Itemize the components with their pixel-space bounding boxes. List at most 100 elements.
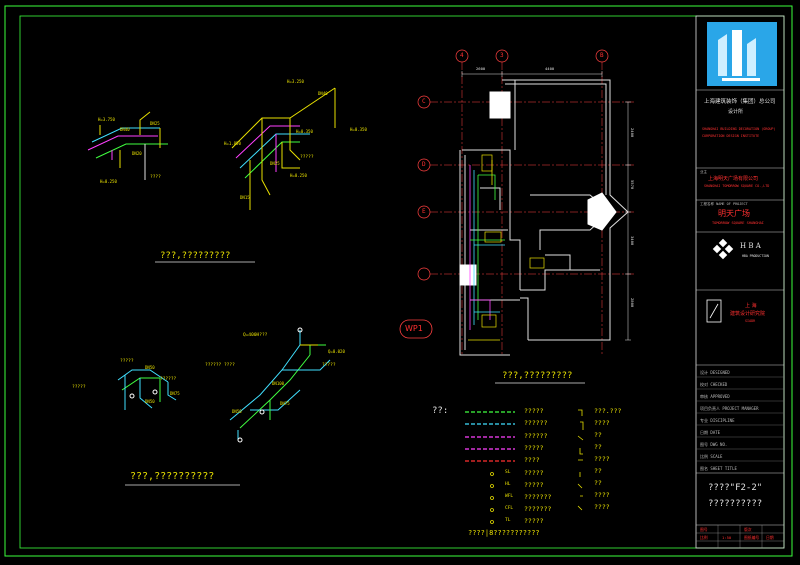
tb-row-scale: 比例 SCALE	[700, 454, 723, 459]
iso1-label-4: H=0.250	[100, 179, 117, 184]
iso2-label-8: DN15	[240, 195, 250, 200]
iso4-label-3: ?????	[322, 363, 336, 368]
grid-label-c: C	[422, 98, 426, 105]
legend-symbol-label-2: ???????	[524, 493, 552, 501]
iso3-label-5: DN75	[170, 391, 180, 396]
legend-title: ??:	[432, 406, 449, 416]
tb-cell-6: 日期	[766, 535, 774, 540]
iso2-label-2: H=1.850	[224, 141, 241, 146]
legend-right-8: ????	[594, 503, 610, 511]
client-label: 业主	[700, 170, 707, 174]
iso2-label-0: H=3.250	[287, 79, 304, 84]
dim-side4: 2800	[629, 298, 635, 308]
iso3-label-2: ??????	[160, 377, 177, 382]
company-name-cn: 上海建筑装饰（集团）总公司	[704, 99, 776, 105]
tb-row-approved: 审核 APPROVED	[700, 394, 730, 399]
tb-cell-4: 1:50	[722, 535, 732, 540]
iso2-label-7: H=0.250	[290, 173, 307, 178]
isometric-diagram-4	[229, 327, 331, 443]
dim-side3: 3400	[629, 236, 635, 246]
legend-right-4: ????	[594, 455, 610, 463]
legend-symbol-label-3: ???????	[524, 505, 552, 513]
tb-row-designed: 设计 DESIGNED	[700, 370, 730, 375]
inner-frame	[19, 15, 785, 549]
dim-side2: 5570	[629, 180, 635, 190]
legend-note: ????|8???????????	[468, 529, 540, 537]
iso4-label-4: DN50	[232, 409, 242, 414]
grid-label-3: 3	[500, 52, 504, 59]
isometric-diagram-1	[87, 111, 168, 180]
iso3-label-1: DN50	[145, 365, 155, 370]
legend-line-label-1: ??????	[524, 419, 548, 427]
dim-top2: 4400	[545, 66, 555, 71]
iso4-label-0: Q=400H???	[243, 333, 268, 338]
project-label: 工程名称 NAME OF PROJECT	[700, 202, 748, 206]
legend-right-7: ????	[594, 491, 610, 499]
legend-symbol-label-0: ?????	[524, 469, 544, 477]
legend-symbol-code-0: SL	[505, 470, 511, 475]
section-title-bottom-left: ???,??????????	[130, 471, 215, 482]
legend-symbol-code-3: CFL	[505, 506, 514, 511]
hba-name: H B A	[740, 242, 761, 250]
legend-right-3: ??	[594, 443, 602, 451]
iso3-label-3: ?????	[72, 385, 86, 390]
isometric-diagram-2	[231, 87, 336, 210]
hba-logo-icon	[712, 238, 734, 260]
iso1-label-2: DN25	[150, 121, 160, 126]
legend-right-6: ??	[594, 479, 602, 487]
drawing-subtitle: ??????????	[708, 499, 763, 509]
legend-symbol-code-4: TL	[505, 518, 511, 523]
iso3-label-4: DN50	[145, 399, 155, 404]
iso4-label-2: ?????? ????	[205, 363, 235, 368]
legend-line-label-3: ?????	[524, 444, 544, 452]
dim-side1: 2400	[629, 128, 635, 138]
tb-row-manager: 项目负责人 PROJECT MANAGER	[700, 406, 759, 411]
institute-logo-icon	[706, 299, 722, 323]
tb-cell-1: 图号	[700, 527, 708, 532]
legend-symbol-code-1: HL	[505, 482, 511, 487]
tb-row-sheet-title: 图名 SHEET TITLE	[700, 466, 737, 471]
legend-lines	[465, 411, 515, 462]
company-name-en2: CORPORATION DESIGN INSTITUTE	[702, 134, 760, 138]
institute-name-en: SIADR	[745, 319, 756, 323]
tb-row-date: 日期 DATE	[700, 430, 721, 435]
outer-frame	[4, 5, 793, 557]
company-sub: 设计所	[728, 109, 744, 115]
institute-name-cn1: 上 海	[745, 303, 757, 309]
legend-symbol-icons	[490, 409, 584, 524]
iso2-label-3: H=0.350	[296, 129, 313, 134]
iso2-label-6: ?????	[300, 155, 314, 160]
iso2-label-5: DN25	[270, 161, 280, 166]
iso1-label-1: DN40	[120, 127, 130, 132]
legend-right-5: ??	[594, 467, 602, 475]
legend-symbol-label-4: ?????	[524, 517, 544, 525]
project-name-en: TOMORROW SQUARE SHANGHAI	[712, 221, 764, 225]
company-logo-icon	[707, 22, 777, 86]
tb-cell-5: 图纸编号	[744, 535, 760, 540]
iso2-label-1: DN40	[318, 91, 328, 96]
drawing-title: ????"F2-2"	[708, 483, 763, 493]
legend-right-1: ????	[594, 419, 610, 427]
tb-row-discipline: 专业 DISCIPLINE	[700, 418, 735, 423]
hba-sub: HBA PRODUCTION	[742, 254, 769, 258]
iso1-label-3: DN20	[132, 151, 142, 156]
institute-name-cn2: 建筑设计研究院	[730, 311, 766, 317]
legend-right-0: ???.???	[594, 407, 622, 415]
iso1-label-5: ????	[150, 175, 161, 180]
grid-label-b: B	[600, 52, 604, 59]
floor-plan	[399, 49, 635, 356]
legend-line-label-4: ????	[524, 456, 540, 464]
isometric-diagram-3	[117, 369, 177, 410]
iso4-label-1: Q=0.020	[328, 349, 345, 354]
company-name-en1: SHANGHAI BUILDING DECORATION (GROUP)	[702, 127, 776, 131]
legend-line-label-2: ??????	[524, 432, 548, 440]
tb-row-checked: 校对 CHECKED	[700, 382, 728, 387]
grid-label-e: E	[422, 208, 426, 215]
tb-row-dwg-no: 图号 DWG NO.	[700, 442, 728, 447]
legend-symbol-label-1: ?????	[524, 481, 544, 489]
iso2-label-4: H=0.350	[350, 127, 367, 132]
legend-symbol-code-2: WFL	[505, 494, 514, 499]
client-name-en: SHANGHAI TOMORROW SQUARE CO.,LTD	[704, 184, 770, 188]
